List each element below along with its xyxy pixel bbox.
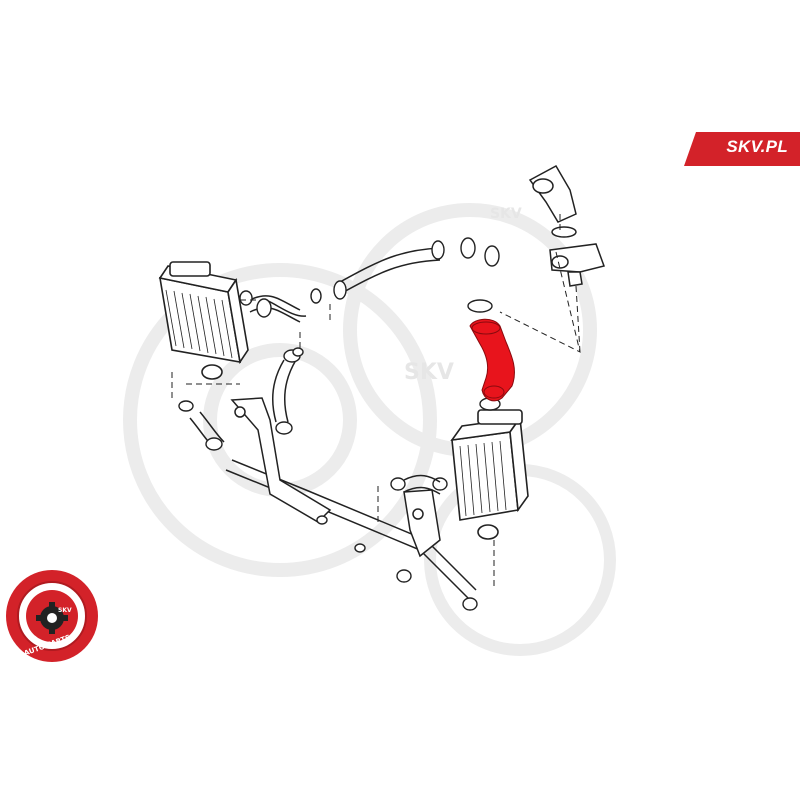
brand-badge-label: SKV.PL: [726, 137, 788, 156]
auto-parts-seal-logo: SKV AUTO PARTS: [6, 570, 98, 662]
intercooler-left: [158, 261, 249, 380]
hose-left-vertical: [271, 359, 297, 423]
watermark-text-top: SKV: [490, 206, 522, 222]
brand-badge: [684, 132, 800, 166]
leader-lines: [171, 214, 581, 590]
hose-right-lower: [403, 474, 441, 495]
hose-couplers-top: [239, 237, 500, 318]
lower-couplers: [178, 400, 478, 611]
intercooler-hose-highlight: [469, 318, 515, 402]
hose-upper: [249, 247, 441, 323]
svg-text:SKV: SKV: [58, 607, 72, 614]
watermark-text-center: SKV: [404, 360, 454, 385]
intercooler-right: [450, 409, 529, 540]
hose-left-couplers: [275, 347, 304, 435]
bracket-plate: [230, 397, 441, 558]
throttle-elbow: [528, 164, 605, 287]
